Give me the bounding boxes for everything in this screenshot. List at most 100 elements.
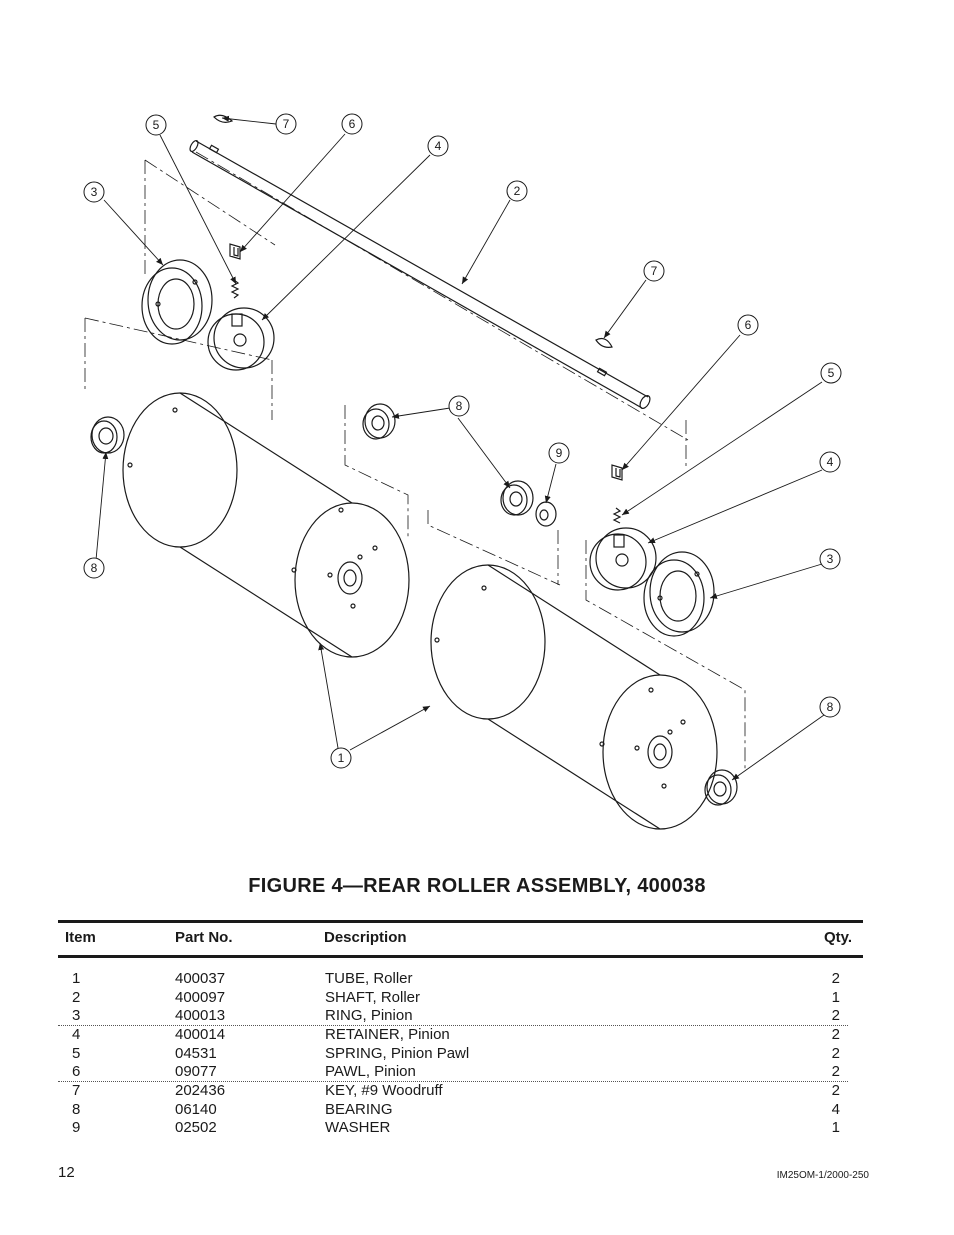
- cell-item: 1: [72, 970, 81, 987]
- svg-text:8: 8: [827, 700, 834, 714]
- table-top-rule: [58, 920, 863, 923]
- cell-part-no: 400013: [175, 1007, 226, 1024]
- cell-item: 2: [72, 989, 81, 1006]
- table-row: 2 400097 SHAFT, Roller 1: [0, 989, 954, 1007]
- callout-7-lower: [643, 260, 665, 282]
- svg-text:6: 6: [745, 318, 752, 332]
- table-row: 5 04531 SPRING, Pinion Pawl 2: [0, 1045, 954, 1063]
- cell-qty: 2: [831, 1007, 840, 1024]
- table-header-rule: [58, 955, 863, 958]
- svg-text:7: 7: [283, 117, 290, 131]
- bearing-left: [90, 416, 125, 454]
- svg-text:1: 1: [338, 751, 345, 765]
- callout-4-upper: [427, 135, 449, 157]
- cell-item: 3: [72, 1007, 81, 1024]
- callout-9: [548, 442, 570, 464]
- cell-part-no: 400014: [175, 1026, 226, 1043]
- washer: [535, 501, 557, 527]
- table-row: 8 06140 BEARING 4: [0, 1101, 954, 1119]
- callout-8-left: [83, 557, 105, 579]
- roller-tube-left: [122, 392, 410, 658]
- pinion-ring-upper: [141, 259, 213, 345]
- cell-qty: 2: [831, 970, 840, 987]
- cell-description: TUBE, Roller: [325, 970, 413, 987]
- cell-qty: 1: [831, 989, 840, 1006]
- table-row: 4 400014 RETAINER, Pinion 2: [0, 1026, 954, 1044]
- cell-item: 5: [72, 1045, 81, 1062]
- cell-part-no: 400037: [175, 970, 226, 987]
- cell-item: 4: [72, 1026, 81, 1043]
- group-divider: [58, 1081, 848, 1082]
- page-number: 12: [58, 1164, 75, 1181]
- woodruff-key-lower: [595, 337, 613, 348]
- svg-text:3: 3: [827, 552, 834, 566]
- cell-description: WASHER: [325, 1119, 391, 1136]
- group-divider: [58, 1025, 848, 1026]
- cell-part-no: 02502: [175, 1119, 217, 1136]
- bearing-right-outer: [704, 769, 738, 806]
- cell-qty: 2: [831, 1026, 840, 1043]
- table-row: 3 400013 RING, Pinion 2: [0, 1007, 954, 1025]
- callout-5-upper: [145, 114, 167, 136]
- roller-tube-right: [430, 564, 718, 830]
- svg-text:4: 4: [435, 139, 442, 153]
- header-qty: Qty.: [824, 929, 853, 946]
- document-code: IM25OM-1/2000-250: [776, 1170, 869, 1181]
- cell-part-no: 202436: [175, 1082, 226, 1099]
- callout-5-lower: [820, 362, 842, 384]
- cell-qty: 2: [831, 1063, 840, 1080]
- svg-text:3: 3: [91, 185, 98, 199]
- cell-qty: 4: [831, 1101, 840, 1118]
- callout-7-upper: [275, 113, 297, 135]
- pawl-spring-lower: [612, 507, 622, 524]
- cell-qty: 1: [831, 1119, 840, 1136]
- cell-part-no: 400097: [175, 989, 226, 1006]
- cell-part-no: 06140: [175, 1101, 217, 1118]
- cell-part-no: 09077: [175, 1063, 217, 1080]
- cell-description: RING, Pinion: [325, 1007, 413, 1024]
- cell-item: 9: [72, 1119, 81, 1136]
- svg-text:8: 8: [91, 561, 98, 575]
- cell-description: KEY, #9 Woodruff: [325, 1082, 443, 1099]
- callout-3-lower: [819, 548, 841, 570]
- bearing-middle: [362, 403, 396, 440]
- svg-text:5: 5: [153, 118, 160, 132]
- pinion-ring-lower: [643, 551, 715, 637]
- cell-item: 6: [72, 1063, 81, 1080]
- figure-title: FIGURE 4—REAR ROLLER ASSEMBLY, 400038: [248, 875, 706, 897]
- callout-6-lower: [737, 314, 759, 336]
- callout-1: [330, 747, 352, 769]
- roller-shaft: [189, 139, 689, 441]
- svg-text:7: 7: [651, 264, 658, 278]
- callout-bubbles: [83, 113, 842, 769]
- cell-qty: 2: [831, 1082, 840, 1099]
- cell-description: SHAFT, Roller: [325, 989, 421, 1006]
- table-row: 6 09077 PAWL, Pinion 2: [0, 1063, 954, 1081]
- table-row: 7 202436 KEY, #9 Woodruff 2: [0, 1082, 954, 1100]
- cell-description: BEARING: [325, 1101, 393, 1118]
- cell-description: PAWL, Pinion: [325, 1063, 416, 1080]
- pinion-pawl-lower: [611, 464, 623, 481]
- cell-part-no: 04531: [175, 1045, 217, 1062]
- table-row: 1 400037 TUBE, Roller 2: [0, 970, 954, 988]
- cell-item: 7: [72, 1082, 81, 1099]
- cell-qty: 2: [831, 1045, 840, 1062]
- pawl-spring-upper: [230, 279, 240, 299]
- woodruff-key-upper: [213, 114, 234, 123]
- svg-text:9: 9: [556, 446, 563, 460]
- callout-3-upper: [83, 181, 105, 203]
- callout-6-upper: [341, 113, 363, 135]
- header-part-no: Part No.: [175, 929, 233, 946]
- pinion-retainer-upper: [207, 307, 275, 371]
- svg-text:6: 6: [349, 117, 356, 131]
- bearing-right-inner: [500, 480, 534, 516]
- cell-description: RETAINER, Pinion: [325, 1026, 450, 1043]
- svg-text:5: 5: [828, 366, 835, 380]
- pinion-pawl-upper: [229, 243, 241, 260]
- exploded-view-drawing: 5 7 6 4 3 2 7 6 5 8 9 4 3 8 8 1: [83, 113, 842, 830]
- callout-8-right: [819, 696, 841, 718]
- table-row: 9 02502 WASHER 1: [0, 1119, 954, 1137]
- header-item: Item: [65, 929, 96, 946]
- svg-text:8: 8: [456, 399, 463, 413]
- header-description: Description: [324, 929, 407, 946]
